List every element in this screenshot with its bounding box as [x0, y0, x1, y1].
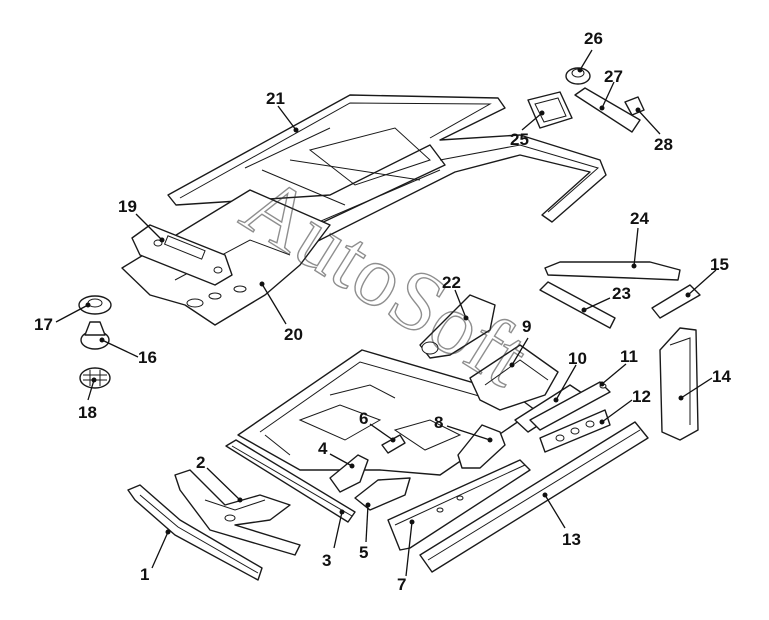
callout-20: 20 [284, 325, 303, 344]
leader-lines [55, 49, 717, 577]
part-7-side-member [387, 459, 531, 551]
callout-2: 2 [196, 453, 205, 472]
part-4-bracket [329, 454, 369, 493]
callout-23: 23 [612, 284, 631, 303]
callout-16: 16 [138, 348, 157, 367]
callout-18: 18 [78, 403, 97, 422]
part-8-bracket [457, 424, 506, 469]
part-2-floor-crossmember [174, 469, 301, 556]
part-11-sill-reinforcement [529, 381, 611, 431]
part-9-tunnel-panel [469, 344, 559, 411]
callout-6: 6 [359, 409, 368, 428]
part-14-pillar [659, 327, 699, 441]
part-17-mount-ring [78, 295, 112, 315]
part-22-bracket [419, 294, 496, 359]
callout-4: 4 [318, 439, 328, 458]
callout-7: 7 [397, 575, 406, 594]
callout-9: 9 [522, 317, 531, 336]
part-1-front-crossmember [127, 484, 263, 581]
callout-12: 12 [632, 387, 651, 406]
callout-19: 19 [118, 197, 137, 216]
part-27-sun-visor [574, 87, 641, 133]
callout-labels: 1 2 3 4 5 6 7 8 9 10 11 12 13 14 15 16 1… [34, 29, 731, 594]
callout-24: 24 [630, 209, 649, 228]
callout-25: 25 [510, 130, 529, 149]
part-23-strip [539, 281, 616, 329]
callout-26: 26 [584, 29, 603, 48]
callout-3: 3 [322, 551, 331, 570]
part-5-bracket [354, 477, 411, 511]
callout-5: 5 [359, 543, 368, 562]
callout-27: 27 [604, 67, 623, 86]
part-19-rear-crossmember-panel [131, 224, 233, 286]
callout-15: 15 [710, 255, 729, 274]
part-21-roof-frame [167, 94, 607, 251]
callout-28: 28 [654, 135, 673, 154]
part-12-reinforcement-plate [539, 409, 611, 453]
callout-22: 22 [442, 273, 461, 292]
callout-17: 17 [34, 315, 53, 334]
part-16-bump-stop [80, 321, 110, 350]
callout-11: 11 [620, 347, 638, 366]
callout-14: 14 [712, 367, 731, 386]
part-25-light-housing [527, 91, 573, 129]
callout-13: 13 [562, 530, 581, 549]
callout-21: 21 [266, 89, 285, 108]
part-3-side-member [225, 439, 356, 523]
part-24-rail [544, 261, 681, 281]
callout-8: 8 [434, 413, 443, 432]
callout-1: 1 [140, 565, 149, 584]
callout-10: 10 [568, 349, 587, 368]
part-13-side-sill [419, 421, 649, 573]
